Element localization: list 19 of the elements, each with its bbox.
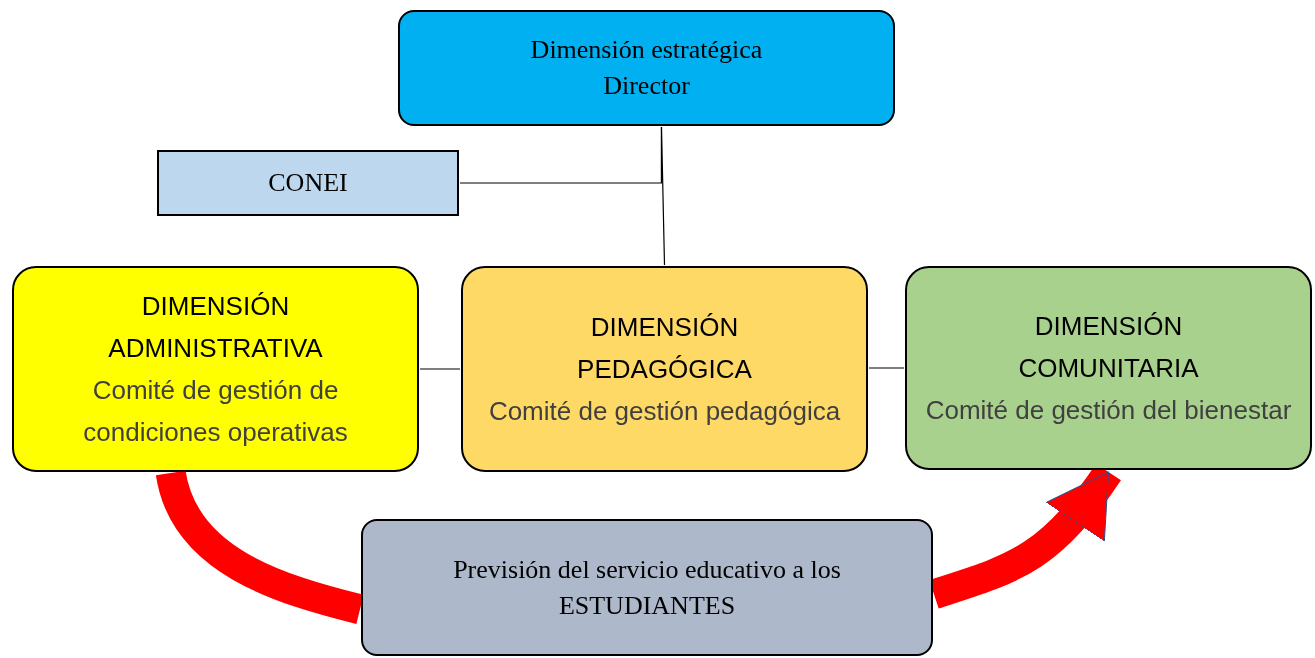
dimension-box bbox=[905, 266, 1312, 470]
dimension-box bbox=[12, 266, 419, 472]
connector-line bbox=[419, 368, 461, 370]
box-label: Director bbox=[603, 70, 690, 102]
dimension-box bbox=[461, 266, 868, 472]
box-heading: DIMENSIÓN PEDAGÓGICA bbox=[576, 311, 753, 386]
box-label: Previsión del servicio educativo a los ESTUDIANTES bbox=[452, 553, 842, 622]
text-box bbox=[398, 10, 895, 126]
box-heading: DIMENSIÓN COMUNITARIA bbox=[1017, 310, 1200, 385]
text-box bbox=[361, 519, 933, 656]
box-heading: DIMENSIÓN ADMINISTRATIVA bbox=[107, 290, 324, 365]
connector-line bbox=[868, 367, 905, 369]
box-label: CONEI bbox=[268, 167, 348, 199]
connector-line bbox=[459, 126, 662, 184]
box-description: Comité de gestión de condiciones operativas bbox=[82, 374, 349, 449]
box-description: Comité de gestión pedagógica bbox=[488, 395, 841, 428]
box-label: Dimensión estratégica bbox=[530, 34, 763, 66]
box-description: Comité de gestión del bienestar bbox=[925, 394, 1292, 427]
text-box bbox=[157, 150, 459, 216]
